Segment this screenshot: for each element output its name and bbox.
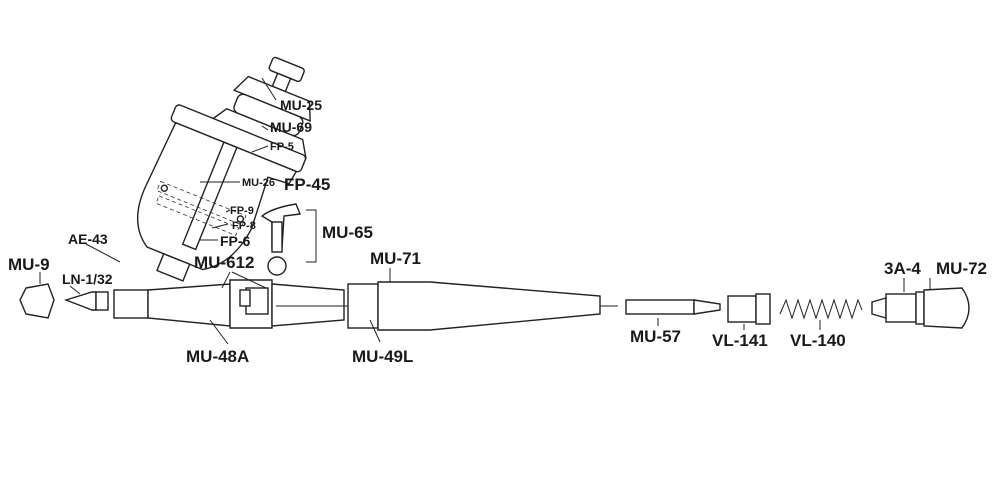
- label-mu49l: MU-49L: [352, 347, 413, 366]
- mu65-trigger-assembly: [260, 203, 301, 276]
- mu72-tail-assembly: [871, 287, 970, 329]
- label-fp6: FP-6: [220, 233, 251, 249]
- mu48a-body: [113, 279, 345, 329]
- ae43-cup-outlet: [156, 252, 191, 282]
- label-vl140: VL-140: [790, 331, 846, 350]
- label-mu9: MU-9: [8, 255, 50, 274]
- label-mu25: MU-25: [280, 97, 322, 113]
- mu65-bracket: [306, 209, 317, 263]
- label-ae43: AE-43: [68, 231, 108, 247]
- label-mu65: MU-65: [322, 223, 373, 242]
- label-vl141: VL-141: [712, 331, 768, 350]
- color-cup-assembly: [136, 56, 311, 282]
- label-mu71: MU-71: [370, 249, 421, 268]
- 3a4-o-ring: [915, 291, 925, 325]
- mu9-nozzle-cap: [19, 283, 55, 319]
- ln132-nozzle: [63, 291, 109, 311]
- vl140-spring: [779, 298, 863, 320]
- fp8-strainer-ring: [155, 195, 240, 236]
- label-fp45: FP-45: [284, 175, 330, 194]
- fp9-strainer-plate: [156, 180, 247, 226]
- label-mu612: MU-612: [194, 253, 254, 272]
- mu26-stem: [181, 141, 238, 251]
- label-fp9: FP-9: [230, 205, 254, 217]
- label-3a4: 3A-4: [884, 259, 921, 278]
- label-mu72: MU-72: [936, 259, 987, 278]
- label-mu48a: MU-48A: [186, 347, 249, 366]
- label-mu57: MU-57: [630, 327, 681, 346]
- label-ln132: LN-1/32: [62, 271, 113, 287]
- mu57-needle-chuck: [625, 299, 721, 315]
- label-fp8: FP-8: [232, 220, 256, 232]
- label-mu69: MU-69: [270, 119, 312, 135]
- label-mu26: MU-26: [242, 177, 275, 189]
- leader-lines: [39, 77, 931, 345]
- vl141-spring-guide: [727, 293, 771, 325]
- mu49l-handle: [347, 281, 601, 331]
- label-fp5: FP-5: [270, 141, 294, 153]
